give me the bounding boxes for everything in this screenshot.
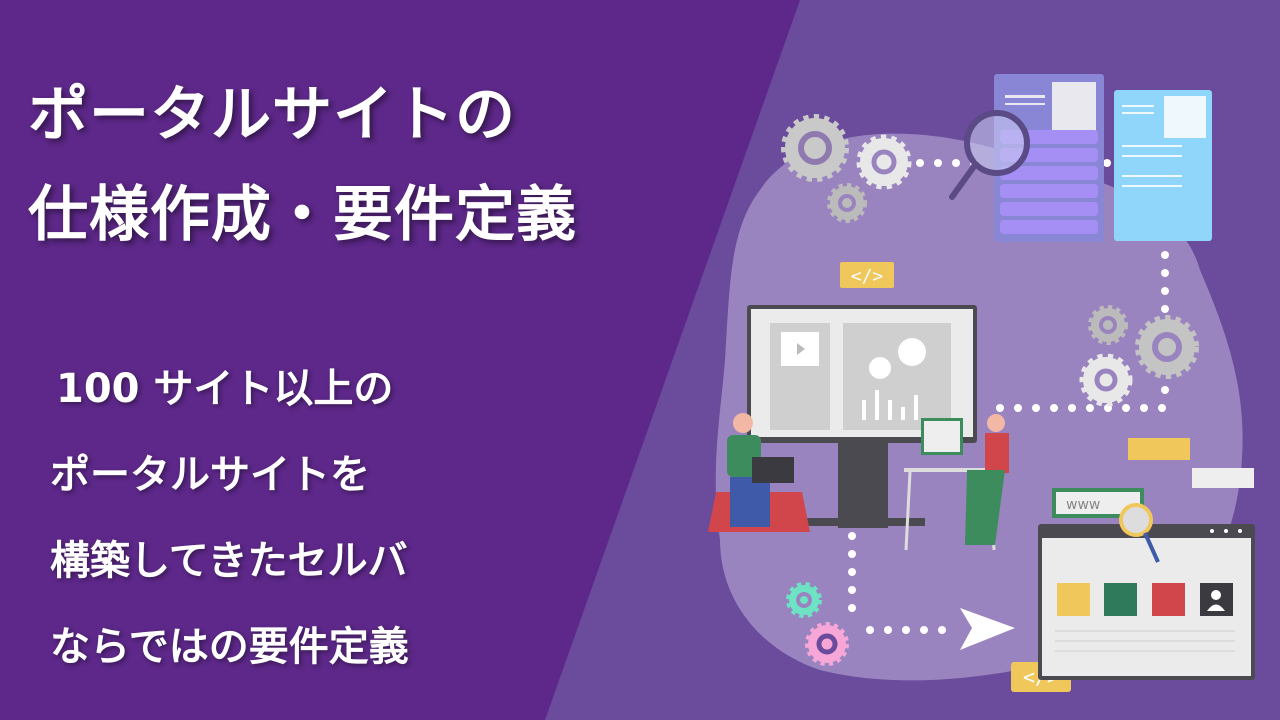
mail-icon xyxy=(1057,583,1090,616)
gear-icon xyxy=(781,114,849,182)
subtitle-line-2: ポータルサイトを xyxy=(50,452,370,498)
subtitle-line-3: 構築してきたセルバ xyxy=(50,538,408,584)
bar-chart-icon xyxy=(1152,583,1185,616)
magnifier-icon xyxy=(949,110,1030,200)
code-tag-top xyxy=(840,262,894,288)
page-title-line-2: 仕様作成・要件定義 xyxy=(28,180,577,250)
browser-window: www xyxy=(1038,488,1255,680)
www-label: www xyxy=(1066,497,1100,513)
gear-icon xyxy=(786,582,822,618)
settings-icon xyxy=(1104,583,1137,616)
speech-bubble-white xyxy=(1192,468,1254,488)
gear-icon xyxy=(827,183,867,223)
gear-icon xyxy=(805,622,849,666)
gear-icon xyxy=(856,134,912,190)
person-with-laptop xyxy=(708,413,810,532)
code-tag-top-label: </> xyxy=(851,266,884,287)
magnifier-icon xyxy=(1119,503,1160,563)
document-card-blue xyxy=(1114,90,1212,241)
gear-icon xyxy=(1088,305,1128,345)
page-title-line-1: ポータルサイトの xyxy=(28,80,516,150)
person-at-desk xyxy=(904,414,1009,551)
monitor xyxy=(747,305,977,528)
gear-icon xyxy=(1135,315,1199,379)
subtitle-line-1: 100 サイト以上の xyxy=(56,366,394,412)
subtitle-line-4: ならではの要件定義 xyxy=(50,624,409,670)
gear-icon xyxy=(1079,353,1133,407)
arrow-icon xyxy=(960,608,1015,650)
speech-bubble-yellow xyxy=(1128,438,1190,460)
